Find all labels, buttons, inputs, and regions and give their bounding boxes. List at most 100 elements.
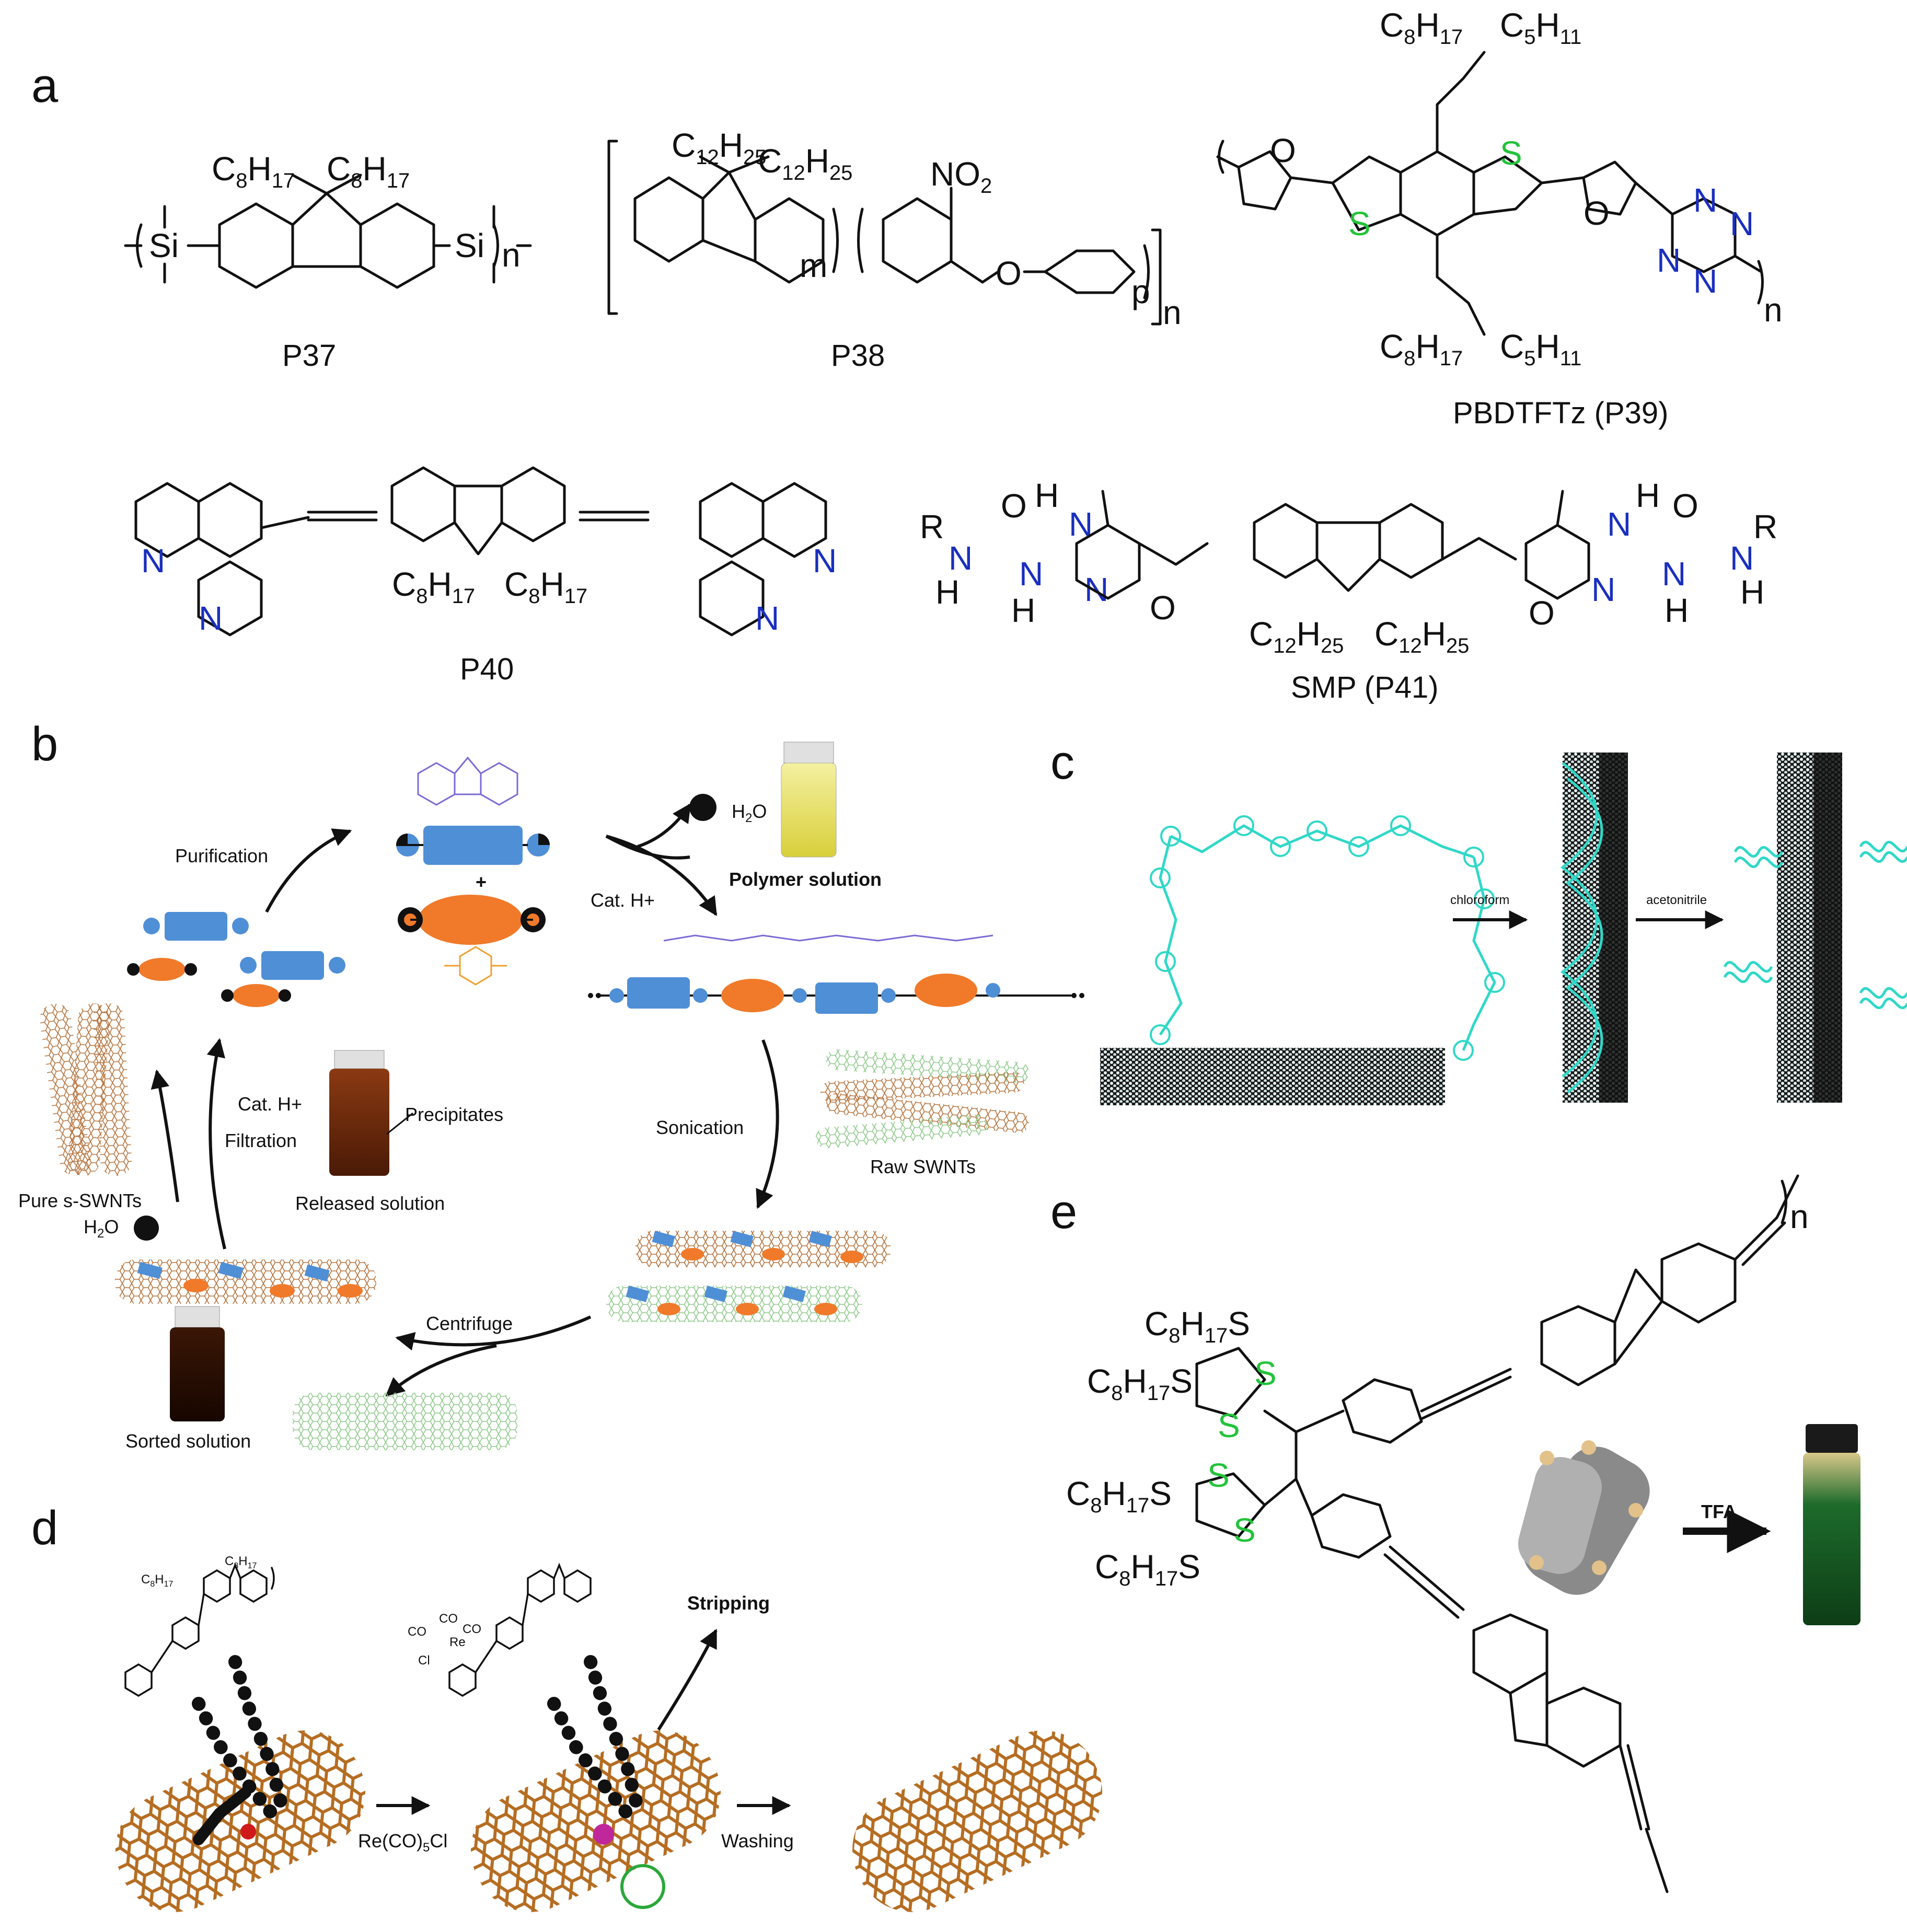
o-label-p39b: O [1584, 194, 1610, 232]
p39-c5h11-bottom: C5H11 [1500, 328, 1581, 370]
plus-sign: + [476, 871, 487, 893]
nanotube-cluster-inset [1518, 1440, 1650, 1595]
panel-label-b: b [31, 718, 58, 771]
label-pure-swnts: Pure s-SWNTs [18, 1190, 142, 1211]
compound-name-p38: P38 [831, 339, 885, 373]
label-h2o-left: H2O [84, 1216, 119, 1241]
s-label-p39a: S [1348, 205, 1371, 242]
sc8h17-2: C8H17S [1087, 1362, 1193, 1405]
sc8h17-4: C8H17S [1095, 1548, 1200, 1590]
p41-o1: O [1001, 487, 1027, 525]
label-centrifuge: Centrifuge [426, 1313, 513, 1334]
p40-c8h17-b: C8H17 [504, 565, 587, 608]
h2o-icon [689, 794, 716, 821]
p40-c8h17-a: C8H17 [392, 565, 475, 608]
structure-p40: N N N N C8H17 C8H17 P40 [134, 466, 837, 686]
wrapped-tubes-right [606, 1231, 891, 1322]
sorted-solution-vial [170, 1306, 225, 1421]
polymer-structure-d2 [448, 1563, 592, 1697]
p39-c5h11-top: C5H11 [1500, 6, 1581, 49]
p41-n7: N [1662, 555, 1686, 593]
compound-name-p37: P37 [282, 339, 336, 373]
n-label-p40d: N [755, 599, 779, 637]
s-label-p39b: S [1500, 134, 1522, 172]
p41-r-right: R [1753, 508, 1777, 546]
p38-c12h25-a: C12H25 [672, 126, 766, 169]
si-label-left: Si [149, 227, 179, 264]
polymer-chain [588, 974, 1084, 1014]
p41-n5: N [1591, 571, 1615, 608]
monomer-a-block [396, 826, 550, 865]
polymer-solution-vial [781, 742, 837, 858]
panel-d: C8H17 C8H17 Re(CO)5Cl Re CO CO CO Cl [115, 1554, 1102, 1912]
compound-name-p41: SMP (P41) [1291, 670, 1439, 704]
label-filtration: Filtration [225, 1130, 297, 1151]
pure-swnts-bundle [39, 1003, 132, 1176]
cl-label: Cl [418, 1653, 430, 1668]
p39-c8h17-top: C8H17 [1380, 6, 1463, 49]
p41-n1: N [949, 539, 973, 577]
d1-c8h17-b: C8H17 [225, 1554, 257, 1570]
panel-label-a: a [31, 59, 59, 112]
compound-name-p40: P40 [460, 652, 514, 686]
label-washing: Washing [721, 1830, 794, 1852]
n-label-p40b: N [199, 599, 223, 637]
p41-n4: N [1084, 571, 1108, 608]
raw-swnts [815, 1049, 1030, 1149]
label-chloroform: chloroform [1450, 893, 1509, 907]
p37-n: n [502, 236, 521, 274]
wrapped-nanotube [1560, 753, 1628, 1103]
p41-n6: N [1607, 505, 1631, 543]
sc8h17-1: C8H17S [1145, 1305, 1250, 1347]
panel-label-d: d [31, 1501, 58, 1555]
no2-label: NO2 [930, 155, 992, 198]
nanotube-d1 [115, 1655, 365, 1912]
d1-c8h17-a: C8H17 [141, 1572, 173, 1589]
p41-o4: O [1672, 487, 1698, 525]
p41-h3: H [1011, 592, 1035, 629]
p41-n8: N [1730, 539, 1754, 577]
nanotube-d2 [471, 1655, 721, 1912]
sc8h17-3: C8H17S [1066, 1475, 1172, 1517]
green-vial [1803, 1424, 1860, 1625]
cyan-polymer-structure [1150, 815, 1505, 1061]
nanotube-clean [852, 1730, 1102, 1912]
label-purification: Purification [175, 845, 268, 866]
p41-h2: H [1035, 477, 1059, 514]
n-label-p40a: N [141, 542, 165, 580]
p38-p: p [1131, 273, 1150, 310]
label-cat-h-release: Cat. H+ [238, 1093, 302, 1115]
free-helices [1723, 841, 1907, 1009]
n-label-p40c: N [813, 542, 837, 580]
p41-h4: H [1636, 477, 1660, 514]
n-label-p39b: N [1730, 205, 1754, 242]
h2o-icon-left [134, 1216, 159, 1241]
s-e3: S [1207, 1456, 1230, 1494]
n-label-p39c: N [1657, 241, 1681, 279]
monomer-b-block [398, 895, 546, 945]
structure-p37: Si Si n C8H17 C8H17 P37 [124, 150, 532, 373]
panel-label-c: c [1050, 736, 1074, 789]
co-label-b: CO [439, 1612, 458, 1626]
structure-p39: O S S O N N N N n C8H17 C5H1 [1216, 6, 1783, 430]
p41-h5: H [1665, 592, 1689, 629]
label-reagent: Re(CO)5Cl [358, 1830, 447, 1855]
label-cat-h-top: Cat. H+ [591, 889, 655, 911]
label-stripping: Stripping [687, 1592, 770, 1614]
label-sonication: Sonication [656, 1117, 744, 1138]
p41-h6: H [1740, 573, 1764, 611]
bare-nanotube [1100, 1048, 1445, 1105]
p38-n: n [1163, 294, 1182, 331]
diamine-structure [444, 946, 507, 986]
label-polymer-solution: Polymer solution [729, 869, 882, 890]
si-label-right: Si [455, 227, 484, 264]
n-label-p39a: N [1693, 181, 1717, 219]
s-e2: S [1218, 1407, 1240, 1444]
p37-c8h17-a: C8H17 [212, 150, 295, 192]
released-nanotube [1777, 753, 1842, 1103]
label-h2o-top: H2O [732, 801, 767, 825]
s-e4: S [1233, 1511, 1256, 1549]
discarded-tubes [293, 1393, 517, 1450]
label-raw-swnts: Raw SWNTs [870, 1156, 976, 1177]
